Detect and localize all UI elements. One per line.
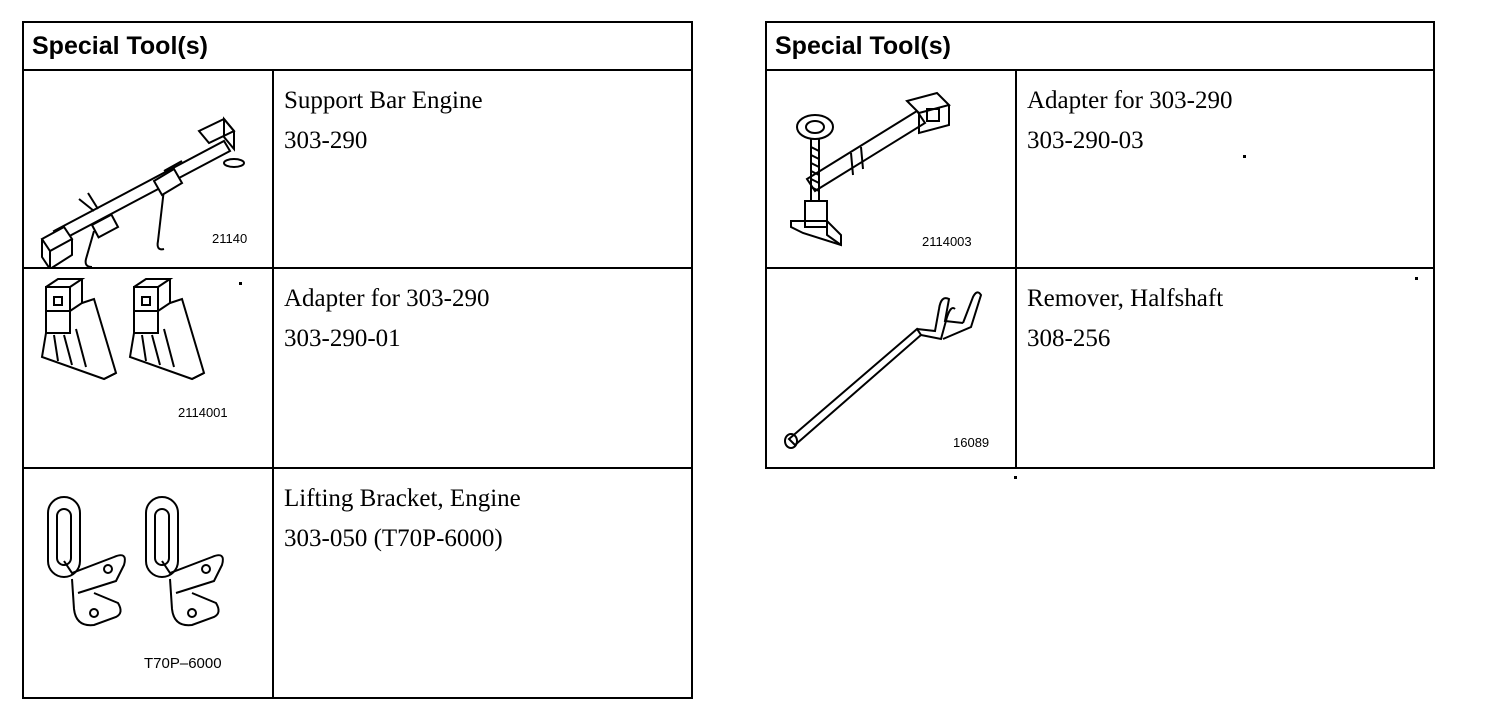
tool-name: Remover, Halfshaft [1027, 285, 1224, 312]
tool-description-cell: Adapter for 303-290 303-290-03 [1014, 69, 1436, 269]
table-row: 16089 Remover, Halfshaft 308-256 [765, 267, 1436, 469]
illustration-code: T70P–6000 [144, 655, 222, 672]
table-header: Special Tool(s) [21, 21, 694, 71]
illustration-code: 21140 [212, 231, 248, 246]
tool-illustration-cell: T70P–6000 [22, 467, 274, 699]
tool-number: 308-256 [1027, 325, 1111, 352]
tool-number: 303-290-03 [1027, 127, 1144, 154]
table-row: T70P–6000 Lifting Bracket, Engine 303-05… [22, 467, 694, 699]
illustration-code: 2114001 [178, 405, 228, 420]
illustration-code: 2114003 [922, 234, 972, 249]
tool-number: 303-050 (T70P-6000) [284, 525, 503, 552]
tool-illustration-cell: 21140 [22, 69, 274, 269]
table-row: 2114001 Adapter for 303-290 303-290-01 [22, 267, 694, 469]
tool-description-cell: Remover, Halfshaft 308-256 [1014, 267, 1436, 469]
table-row: 2114003 Adapter for 303-290 303-290-03 [765, 69, 1436, 269]
tool-name: Lifting Bracket, Engine [284, 485, 521, 512]
tool-description-cell: Support Bar Engine 303-290 [271, 69, 694, 269]
special-tools-table-right: Special Tool(s) 2114003 Adapter for 303-… [764, 21, 1436, 469]
illustration-code: 16089 [953, 435, 990, 450]
adapter-screw-clamp-icon [790, 91, 951, 247]
table-header: Special Tool(s) [764, 21, 1436, 71]
scan-speck [239, 282, 242, 285]
table-row: 21140 Support Bar Engine 303-290 [22, 69, 694, 269]
tool-description-cell: Lifting Bracket, Engine 303-050 (T70P-60… [271, 467, 694, 699]
special-tools-table-left: Special Tool(s) 21140 Suppo [21, 21, 694, 699]
lifting-bracket-icon [47, 496, 224, 627]
scan-speck [1415, 277, 1418, 280]
tool-description-cell: Adapter for 303-290 303-290-01 [271, 267, 694, 469]
tool-illustration-cell: 2114001 [22, 267, 274, 469]
halfshaft-remover-icon [784, 291, 983, 449]
tool-name: Support Bar Engine [284, 87, 483, 114]
scan-speck [1243, 155, 1246, 158]
support-bar-engine-icon [40, 116, 245, 269]
tool-name: Adapter for 303-290 [284, 285, 490, 312]
tool-number: 303-290-01 [284, 325, 401, 352]
tool-illustration-cell: 16089 [765, 267, 1017, 469]
adapter-bracket-icon [40, 278, 206, 381]
tool-number: 303-290 [284, 127, 368, 154]
tool-name: Adapter for 303-290 [1027, 87, 1233, 114]
tool-illustration-cell: 2114003 [765, 69, 1017, 269]
scan-speck [1014, 476, 1017, 479]
